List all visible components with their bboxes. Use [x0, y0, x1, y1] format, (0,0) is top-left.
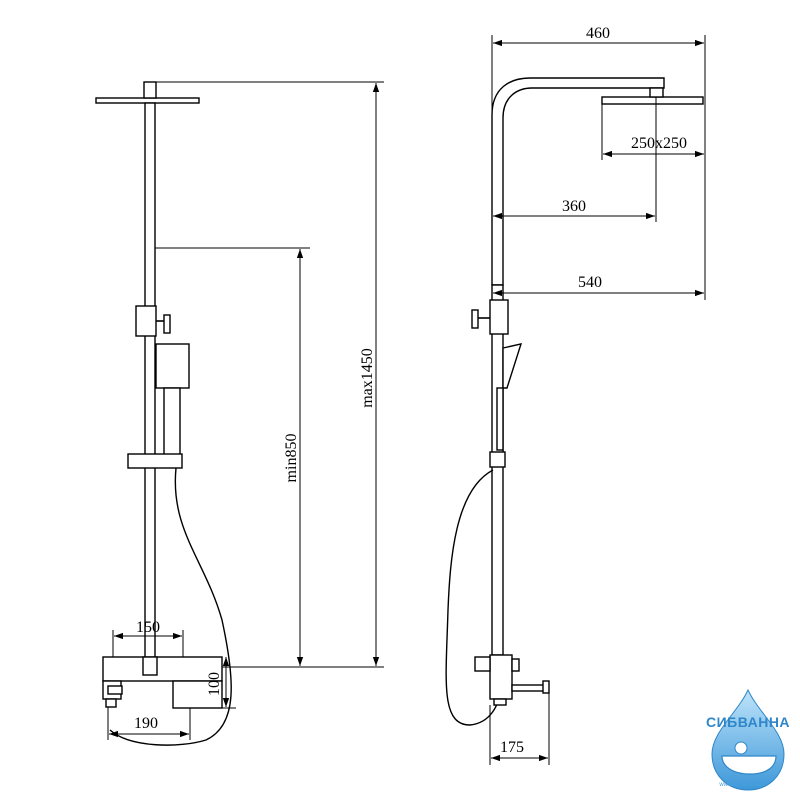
front-upper-holder: [135, 305, 157, 337]
face-icon: [734, 741, 748, 755]
side-view: [445, 77, 704, 726]
side-hand-shower: [502, 343, 523, 389]
front-lower-bracket: [127, 453, 183, 469]
side-mixer-base: [493, 698, 507, 706]
front-mixer-body: [102, 656, 223, 682]
front-mixer-center: [142, 656, 158, 676]
side-mixer-knob: [511, 658, 520, 672]
side-upper-holder: [489, 299, 509, 335]
front-view: [95, 81, 232, 746]
front-dimensions: max1450 min850 150 100 190: [107, 81, 384, 740]
water-drop-icon: [711, 688, 785, 791]
dim-total-width: 460: [586, 25, 610, 42]
dim-wall-to-head: 540: [578, 274, 602, 291]
side-curved-arm: [491, 77, 665, 286]
front-hand-shower-head: [155, 343, 190, 389]
front-riser-pipe: [144, 102, 156, 664]
dim-mixer-width: 150: [136, 619, 160, 636]
side-head-connector: [649, 87, 664, 98]
front-mixer-outlet: [105, 698, 117, 708]
dim-mixer-depth: 190: [134, 715, 158, 732]
side-hose: [445, 469, 501, 726]
dim-min-height: min850: [283, 434, 300, 483]
side-mixer-cap: [474, 656, 491, 672]
sibvanna-logo: СИБВАННА www.sibvanna.ru: [706, 688, 790, 791]
bathtub-icon: [721, 755, 777, 775]
dim-head-size: 250x250: [631, 135, 687, 152]
side-lower-bracket: [489, 451, 506, 468]
front-shower-head: [95, 97, 200, 104]
dim-max-height: max1450: [359, 348, 376, 408]
front-mixer-handle: [172, 680, 223, 709]
dim-mixer-height: 100: [206, 672, 223, 696]
side-spout: [511, 684, 548, 692]
side-mixer-body: [489, 654, 513, 700]
front-head-connector: [143, 81, 157, 99]
front-hose: [109, 467, 232, 746]
side-dimensions: 460 250x250 360 540 175: [489, 25, 706, 765]
front-hand-shower-handle: [163, 387, 181, 457]
side-shower-head: [601, 96, 704, 105]
front-base-bracket: [107, 685, 123, 695]
logo-name: СИБВАННА: [706, 714, 790, 730]
side-hand-shower-grip: [496, 387, 504, 451]
front-holder-knob: [163, 314, 171, 334]
side-spout-tip: [542, 680, 550, 694]
dim-arm-reach: 360: [562, 198, 586, 215]
logo-url: www.sibvanna.ru: [718, 782, 764, 788]
side-holder-knob: [471, 309, 479, 329]
side-riser-pipe: [491, 284, 504, 656]
dim-spout-length: 175: [500, 739, 524, 756]
